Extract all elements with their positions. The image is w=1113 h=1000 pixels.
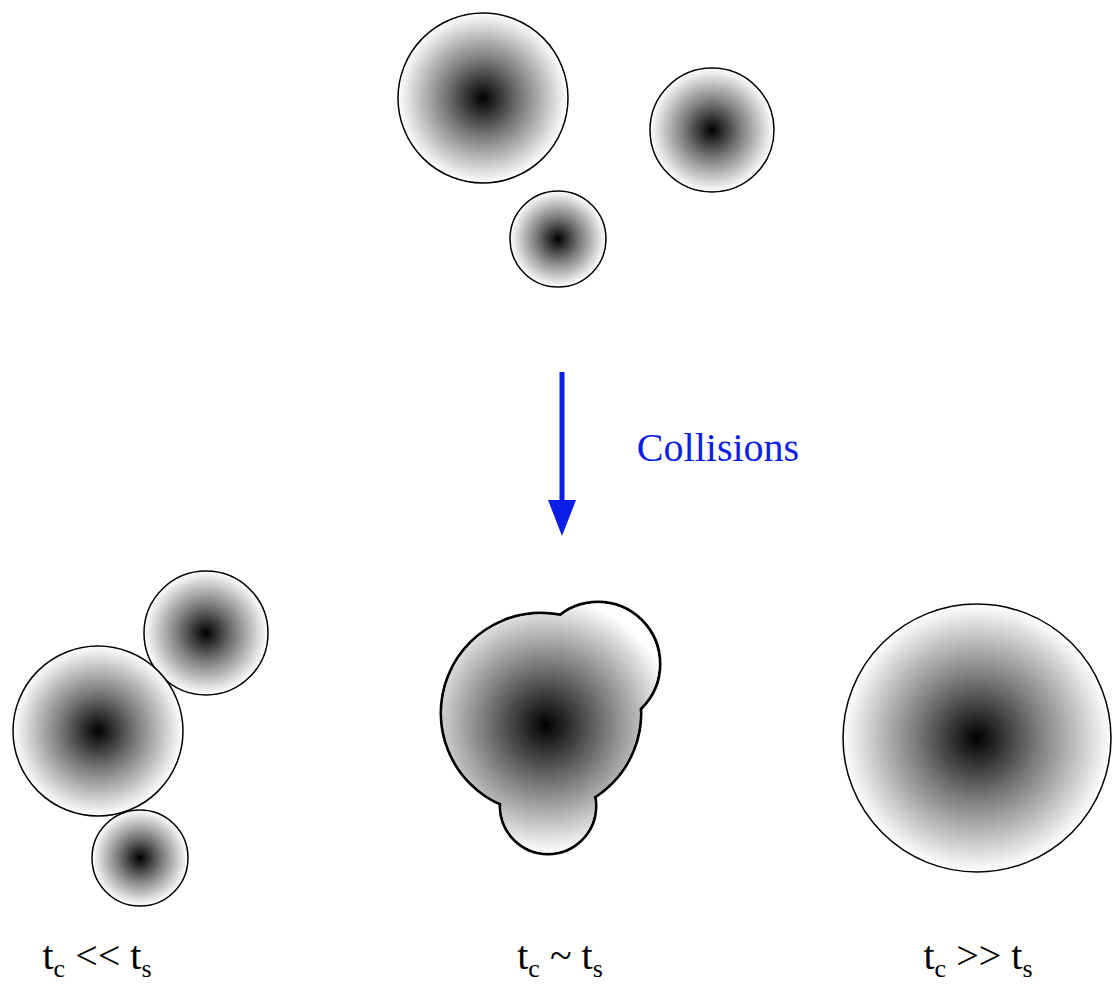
initial-clumps xyxy=(398,13,774,287)
regime-label: tc << ts xyxy=(42,934,151,978)
merged-clump xyxy=(843,604,1111,872)
separate-clumps xyxy=(13,571,268,906)
merging-clump xyxy=(441,602,660,854)
regime-label: tc >> ts xyxy=(923,934,1032,978)
process-label: Collisions xyxy=(637,426,799,470)
collision-arrow xyxy=(548,372,576,536)
regime-label: tc ~ ts xyxy=(517,934,603,978)
